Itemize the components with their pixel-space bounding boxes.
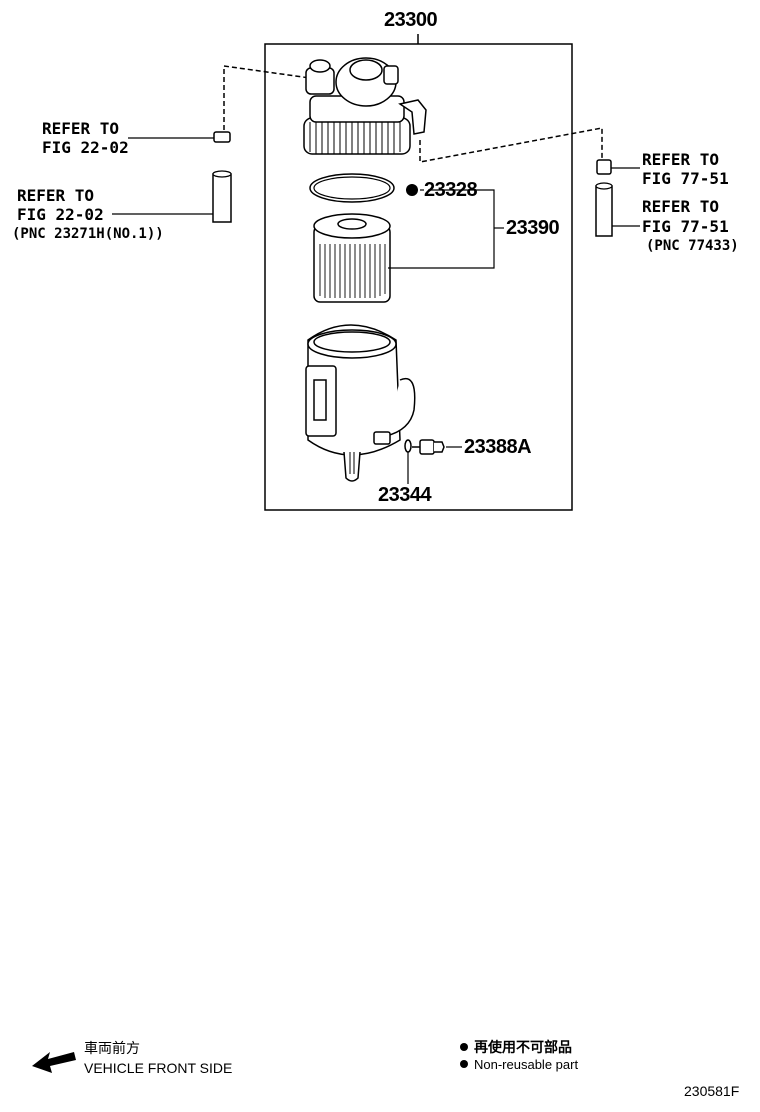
legend-nonreuse-en: Non-reusable part <box>474 1057 579 1072</box>
legend-dot-jp <box>460 1043 468 1051</box>
dashed-line-left <box>223 65 311 138</box>
ref-left-upper-line1: REFER TO <box>42 119 120 138</box>
gasket-ring <box>309 173 395 203</box>
ref-right-lower-line3: (PNC 77433) <box>646 238 739 254</box>
left-hose-icon <box>112 170 232 223</box>
part-number-23300: 23300 <box>384 9 438 31</box>
ref-right-lower-line1: REFER TO <box>642 197 720 216</box>
bracket-23390 <box>388 189 495 269</box>
oring-icon <box>404 439 412 453</box>
legend-front-en: VEHICLE FRONT SIDE <box>84 1060 233 1076</box>
legend-nonreuse-jp: 再使用不可部品 <box>474 1039 572 1055</box>
ref-left-upper-line2: FIG 22-02 <box>42 138 129 157</box>
filter-element-icon <box>313 213 391 303</box>
filter-head-icon <box>303 57 427 155</box>
ref-left-lower-line1: REFER TO <box>17 186 95 205</box>
sensor-icon <box>412 439 445 455</box>
ref-right-upper-line2: FIG 77-51 <box>642 169 729 188</box>
left-connector-icon <box>128 131 231 143</box>
part-number-23328: 23328 <box>424 179 478 201</box>
filter-bowl-icon <box>305 324 416 482</box>
part-number-23390: 23390 <box>506 217 560 239</box>
ref-left-lower-line3: (PNC 23271H(NO.1)) <box>12 226 164 242</box>
dashed-line-right <box>419 127 603 163</box>
ref-right-upper-line1: REFER TO <box>642 150 720 169</box>
non-reusable-mark <box>406 184 418 196</box>
part-number-23344: 23344 <box>378 484 432 506</box>
part-number-23388A: 23388A <box>464 436 532 458</box>
front-arrow-icon <box>32 1052 76 1073</box>
legend-front-jp: 車両前方 <box>84 1040 140 1056</box>
right-connector-icon <box>596 159 640 175</box>
legend-dot-en <box>460 1060 468 1068</box>
figure-id: 230581F <box>684 1083 740 1099</box>
ref-right-lower-line2: FIG 77-51 <box>642 217 729 236</box>
ref-left-lower-line2: FIG 22-02 <box>17 205 104 224</box>
right-hose-icon <box>595 182 640 237</box>
